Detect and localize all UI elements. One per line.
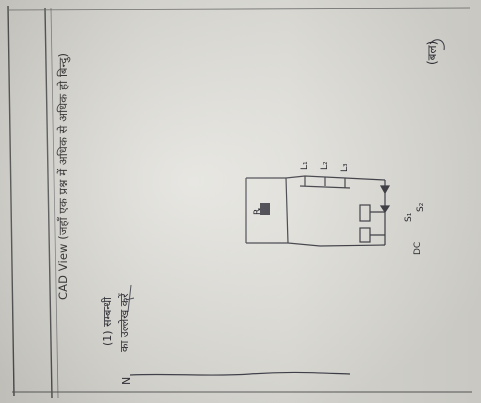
- top-scribble: [429, 39, 445, 51]
- middle-wire: [285, 177, 289, 244]
- question-text: (1) सम्बन्धी: [101, 296, 114, 346]
- question-subtext: का उल्लेख करें: [118, 293, 131, 352]
- label-load-3: L₃: [340, 163, 350, 172]
- switch-leads: [370, 211, 385, 236]
- page-left-edge: [7, 5, 15, 397]
- label-source: DC: [413, 241, 423, 255]
- label-switch-1: S₁: [404, 212, 414, 222]
- side-mark: N: [120, 376, 133, 385]
- switch-box-1: [359, 204, 371, 222]
- page-top-edge: [7, 7, 471, 11]
- load-bus: [299, 185, 351, 189]
- label-load-1: L₁: [300, 161, 310, 170]
- label-top-resistor: R: [253, 208, 263, 215]
- switch-box-2: [359, 227, 371, 243]
- diode-2: [379, 205, 391, 214]
- corner-note: (बल): [425, 40, 439, 65]
- circuit-diagram: [245, 175, 391, 247]
- question-underline: [125, 284, 135, 313]
- label-load-2: L₂: [320, 161, 330, 170]
- diode-1: [379, 185, 391, 195]
- bottom-right-wire: [287, 242, 386, 247]
- margin-rule-line-inner: [50, 7, 59, 399]
- label-switch-2: S₂: [416, 202, 426, 212]
- top-right-wire: [285, 175, 386, 181]
- load-branches: [304, 176, 346, 188]
- source-block: [260, 203, 270, 215]
- margin-rule-line: [44, 7, 53, 399]
- answer-underline: [129, 371, 351, 376]
- margin-caption: CAD View (जहाँ एक प्रश्न में अधिक से अधि…: [56, 52, 70, 300]
